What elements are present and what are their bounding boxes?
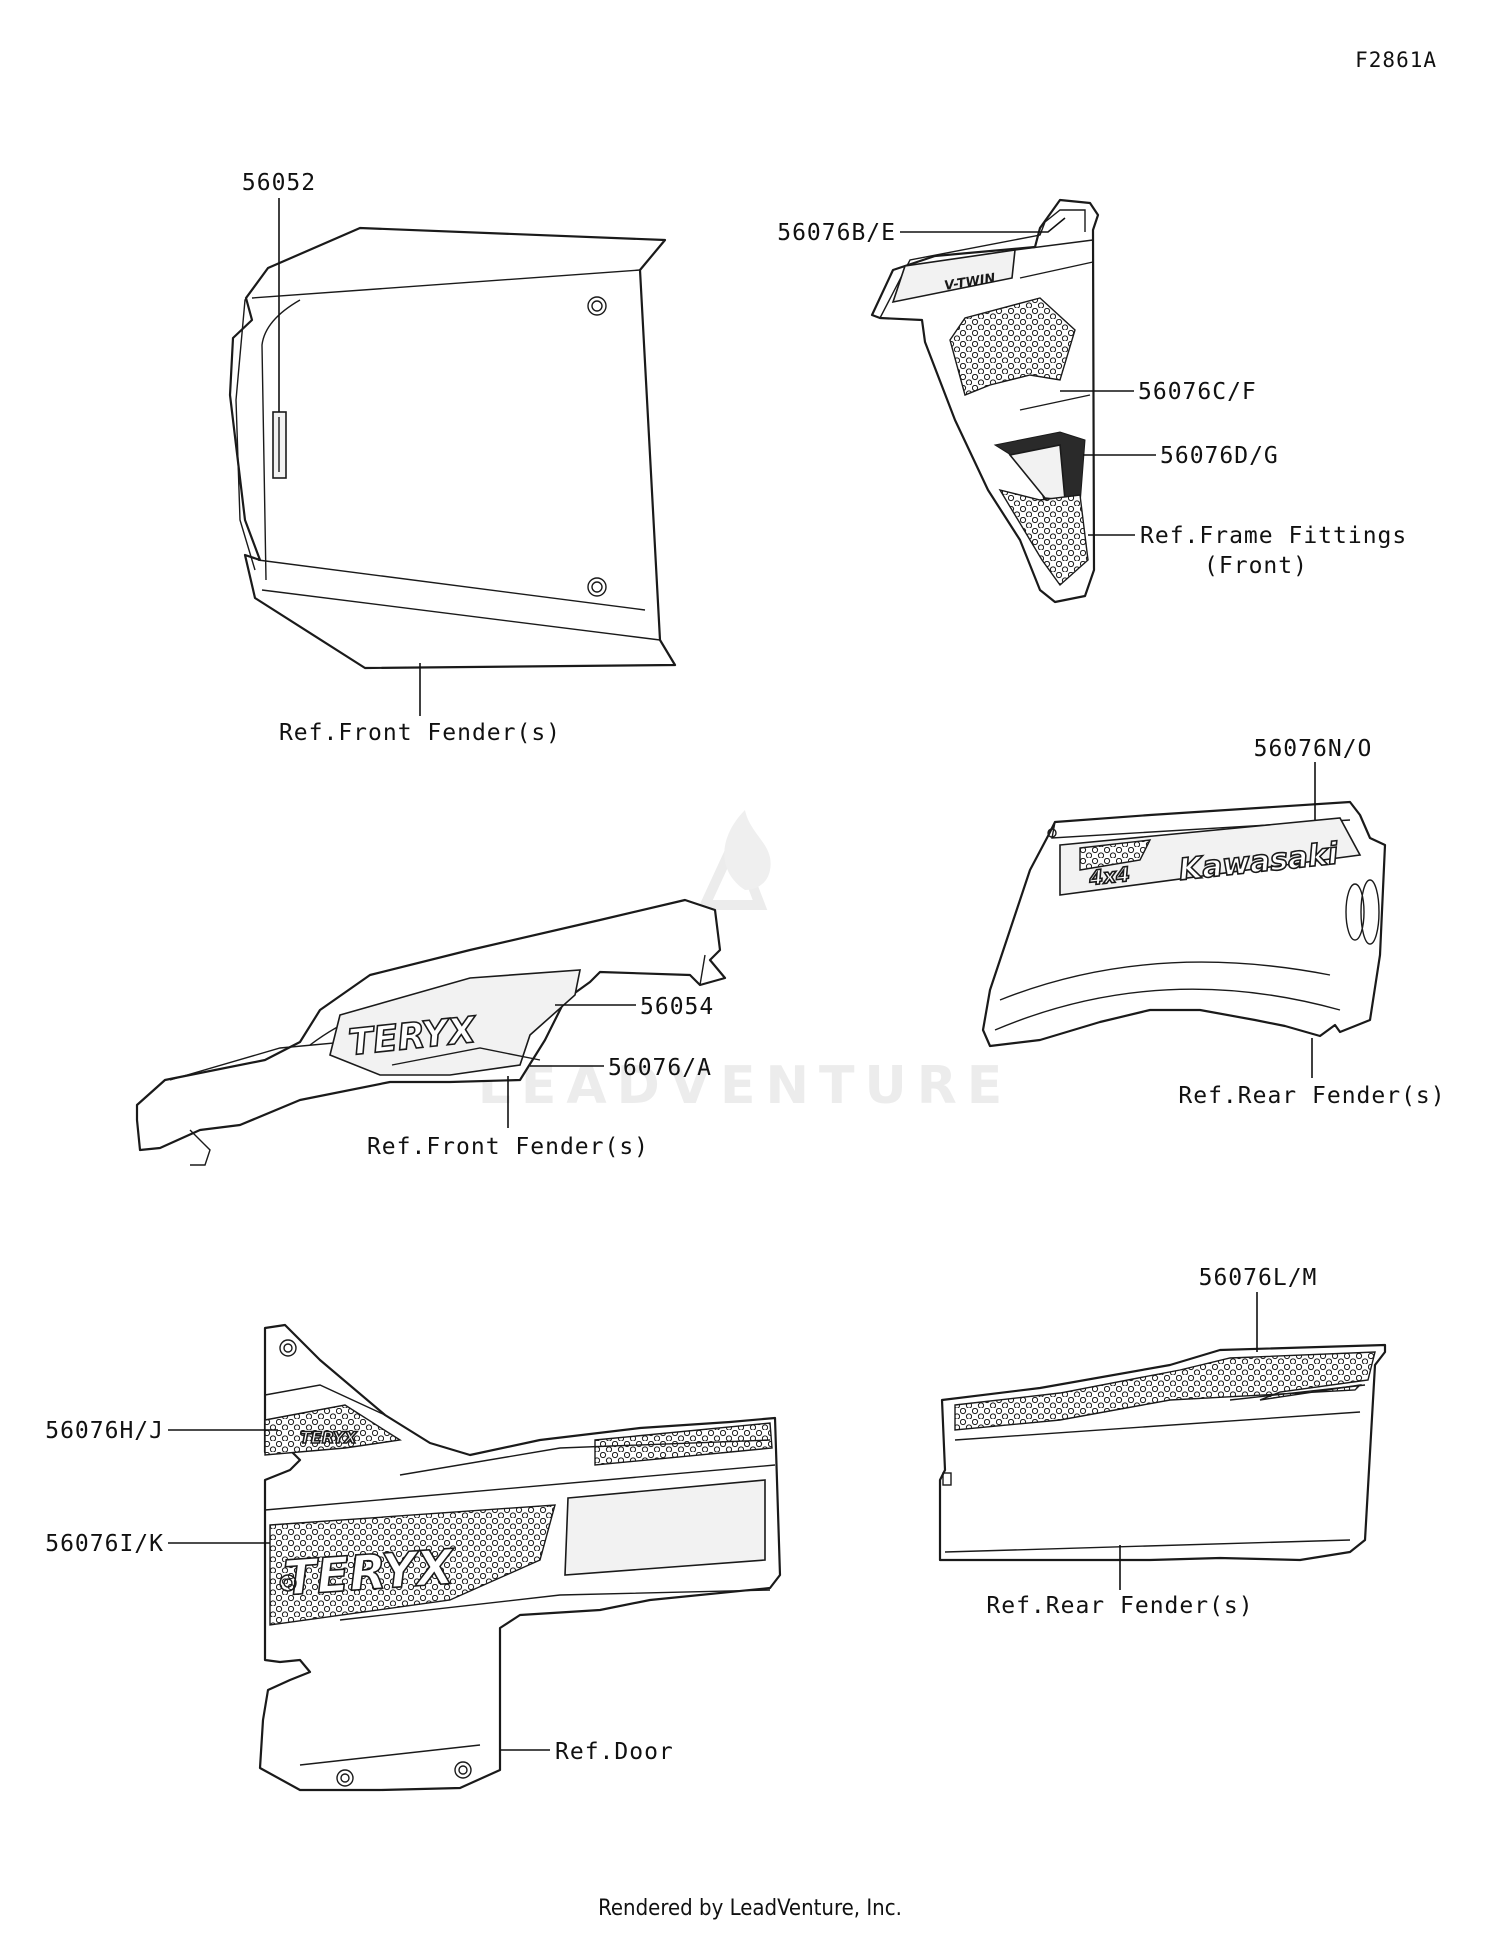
part-number-56076ik: 56076I/K [45, 1531, 164, 1557]
part-number-56076dg: 56076D/G [1160, 443, 1279, 469]
door-part: TERYX TERYX [258, 1323, 782, 1792]
ref-frame-fittings-sublabel: (Front) [1204, 553, 1308, 579]
part-number-56076be: 56076B/E [777, 220, 896, 246]
front-fender-top-part [228, 226, 677, 670]
part-number-56052: 56052 [242, 170, 316, 196]
ref-door-label: Ref.Door [555, 1739, 674, 1765]
footer-credit: Rendered by LeadVenture, Inc. [598, 1896, 902, 1921]
part-number-56076no: 56076N/O [1254, 736, 1373, 762]
rear-fender-side-part: Kawasaki 4x4 [981, 800, 1387, 1048]
figure-code: F2861A [1355, 48, 1437, 72]
door-teryx-decal-text: TERYX [282, 1539, 457, 1607]
part-number-56076a: 56076/A [608, 1055, 712, 1081]
front-fender-side-part: TERYX [135, 898, 727, 1166]
ref-rear-fender-label-1: Ref.Rear Fender(s) [1178, 1083, 1445, 1109]
part-number-56076cf: 56076C/F [1138, 379, 1257, 405]
watermark-text: LEADVENTURE [478, 1056, 1013, 1116]
rear-fender-rear-part [938, 1343, 1387, 1562]
watermark-flame-icon [724, 810, 771, 890]
ref-front-fender-label-2: Ref.Front Fender(s) [367, 1134, 649, 1160]
frame-fitting-front-part: V-TWIN [870, 198, 1100, 604]
door-upper-decal-text: TERYX [300, 1428, 357, 1447]
part-number-56054: 56054 [640, 994, 714, 1020]
leader-56076be [900, 217, 1066, 233]
part-number-56076hj: 56076H/J [45, 1418, 164, 1444]
ref-frame-fittings-label: Ref.Frame Fittings [1140, 523, 1407, 549]
ref-front-fender-label-1: Ref.Front Fender(s) [279, 720, 561, 746]
ref-rear-fender-label-2: Ref.Rear Fender(s) [986, 1593, 1253, 1619]
part-number-56076lm: 56076L/M [1199, 1265, 1318, 1291]
four-by-four-decal-text: 4x4 [1087, 862, 1131, 890]
